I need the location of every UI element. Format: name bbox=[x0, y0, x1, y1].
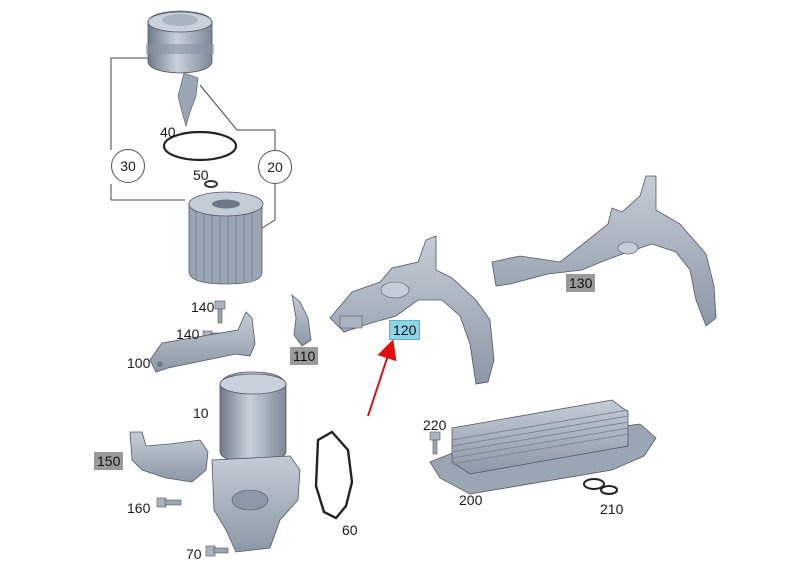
bracket-100 bbox=[149, 311, 256, 373]
label-20: 20 bbox=[258, 150, 292, 184]
filter-housing-10 bbox=[211, 371, 301, 553]
indicator-arrow bbox=[367, 339, 397, 417]
label-200: 200 bbox=[459, 492, 483, 508]
bracket-120 bbox=[329, 235, 495, 385]
bolt-70 bbox=[205, 545, 229, 557]
label-140-a: 140 bbox=[191, 299, 215, 315]
bolt-160 bbox=[156, 497, 182, 508]
label-60: 60 bbox=[342, 522, 358, 538]
screw-220 bbox=[429, 431, 441, 455]
label-70: 70 bbox=[186, 546, 202, 562]
label-220: 220 bbox=[423, 417, 447, 433]
bracket-150 bbox=[129, 431, 209, 483]
seal-210 bbox=[583, 478, 618, 495]
seal-50 bbox=[204, 180, 218, 188]
bracket-130 bbox=[491, 175, 717, 327]
label-100: 100 bbox=[127, 355, 151, 371]
bolt-140-a bbox=[214, 300, 226, 324]
label-150: 150 bbox=[94, 452, 124, 470]
label-110: 110 bbox=[290, 347, 319, 365]
label-210: 210 bbox=[600, 501, 624, 517]
label-130: 130 bbox=[566, 274, 596, 292]
bracket-110 bbox=[291, 293, 312, 347]
label-10: 10 bbox=[193, 405, 209, 421]
label-30: 30 bbox=[111, 149, 145, 183]
gasket-60 bbox=[314, 430, 354, 520]
assembly-bracket bbox=[110, 57, 276, 229]
label-120: 120 bbox=[388, 320, 421, 340]
label-50: 50 bbox=[193, 167, 209, 183]
oil-cooler-200 bbox=[429, 399, 657, 495]
label-160: 160 bbox=[127, 500, 151, 516]
o-ring-40 bbox=[162, 130, 238, 162]
label-140-b: 140 bbox=[176, 326, 200, 342]
filter-cap bbox=[146, 10, 214, 128]
label-40: 40 bbox=[160, 124, 176, 140]
filter-element bbox=[188, 191, 264, 285]
